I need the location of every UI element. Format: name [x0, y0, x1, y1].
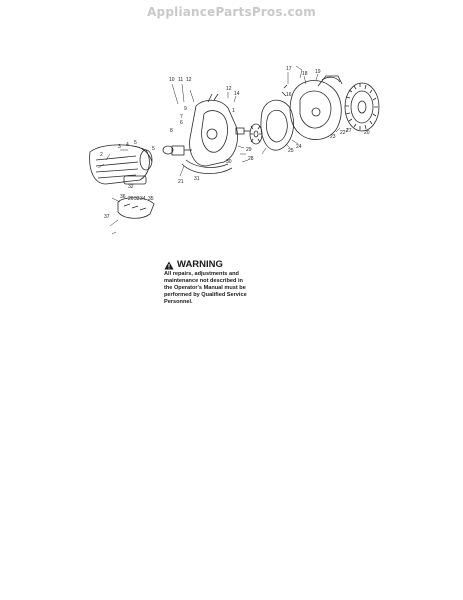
callout-label: 35 — [148, 196, 154, 202]
callout-label: 12 — [186, 77, 192, 83]
starter-cover-part — [89, 144, 153, 185]
callout-label: 16 — [286, 92, 292, 98]
callout-label: 24 — [296, 144, 302, 150]
leader-lines — [97, 65, 349, 235]
callout-label: 25 — [288, 148, 294, 154]
callout-label: 6 — [180, 120, 183, 126]
callout-label: 29 — [246, 147, 252, 153]
fan-wheel-part — [344, 82, 380, 132]
callout-label: 22 — [340, 130, 346, 136]
callout-label: 20 — [364, 130, 370, 136]
callout-label: 27 — [346, 128, 352, 134]
callout-label: 18 — [302, 71, 308, 77]
warning-line: performed by Qualified Service — [164, 291, 247, 298]
callout-label: 17 — [286, 66, 292, 72]
callout-label: 28 — [248, 156, 254, 162]
callout-label: 31 — [194, 176, 200, 182]
callout-label: 34 — [140, 196, 146, 202]
callout-label: 7 — [180, 114, 183, 120]
callout-label: 30 — [226, 159, 232, 165]
blower-housing-part — [289, 75, 343, 140]
callout-label: 10 — [169, 77, 175, 83]
warning-line: Personnel. — [164, 298, 193, 305]
warning-title: WARNING — [177, 259, 223, 270]
warning-line: maintenance not described in — [164, 277, 243, 284]
callout-label: 5 — [152, 146, 155, 152]
warning-notice: WARNING All repairs, adjustments and mai… — [164, 260, 274, 306]
air-filter-part — [117, 175, 155, 219]
housing-plate-part — [260, 84, 294, 151]
warning-triangle-icon — [164, 261, 174, 269]
callout-label: 21 — [178, 179, 184, 185]
callout-label: 8 — [170, 128, 173, 134]
impeller-part — [249, 123, 263, 145]
callout-label: 12 — [226, 86, 232, 92]
callout-label: 4 — [126, 142, 129, 148]
site-watermark: AppliancePartsPros.com — [147, 5, 316, 19]
carburetor-part — [162, 127, 250, 156]
warning-text: All repairs, adjustments and maintenance… — [164, 271, 274, 306]
warning-line: All repairs, adjustments and — [164, 271, 239, 277]
callout-label: 2 — [100, 152, 103, 158]
callout-label: 9 — [184, 106, 187, 112]
callout-label: 5 — [134, 140, 137, 146]
callout-label: 37 — [104, 214, 110, 220]
callout-label: 1 — [232, 108, 235, 114]
engine-block-part — [181, 93, 238, 174]
callout-label: 14 — [234, 91, 240, 97]
warning-heading: WARNING — [164, 260, 274, 270]
callout-label: 23 — [330, 134, 336, 140]
callout-label: 19 — [315, 69, 321, 75]
callout-labels: 17 18 19 10 11 12 12 14 16 9 7 6 8 1 2 3… — [100, 66, 370, 220]
warning-line: the Operator's Manual must be — [164, 284, 246, 291]
callout-label: 11 — [178, 77, 183, 83]
callout-label: 3 — [118, 144, 121, 150]
callout-label: 36 — [120, 194, 126, 200]
callout-label: 33 — [134, 196, 140, 202]
callout-label: 32 — [128, 184, 134, 190]
callout-label: 26 — [128, 196, 134, 202]
